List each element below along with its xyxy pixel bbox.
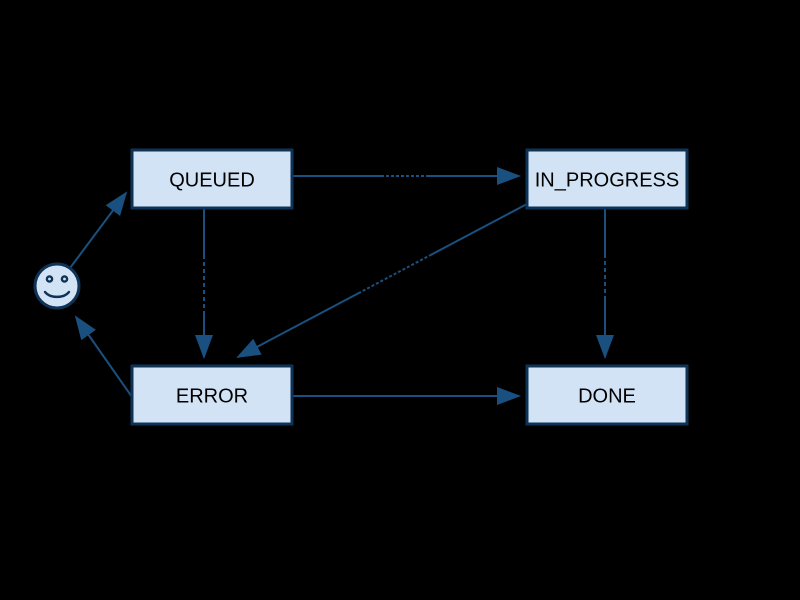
node-label: DONE: [578, 385, 636, 407]
edge-in-progress-to-error: [236, 203, 528, 358]
edge-error-to-actor: [74, 315, 133, 398]
node-queued: QUEUED: [130, 148, 294, 210]
node-label: ERROR: [176, 385, 248, 407]
edge-actor-to-queued: [69, 191, 128, 269]
node-error: ERROR: [130, 364, 294, 426]
smiley-mouth-icon: [43, 290, 71, 299]
node-box: [130, 364, 294, 426]
node-done: DONE: [525, 364, 689, 426]
edges: [69, 167, 614, 405]
node-box: [130, 148, 294, 210]
actor-node: [33, 262, 81, 310]
node-label: IN_PROGRESS: [535, 169, 679, 191]
smiley-eye-icon: [60, 275, 69, 283]
edge-label-artifact: [360, 253, 431, 294]
node-in-progress: IN_PROGRESS: [525, 148, 689, 210]
edge-label-artifacts: [202, 174, 607, 312]
smiley-eye-icon: [45, 275, 54, 283]
node-box: [525, 148, 689, 210]
node-box: [525, 364, 689, 426]
node-label: QUEUED: [169, 169, 255, 191]
smiley-face-icon: [33, 262, 81, 310]
